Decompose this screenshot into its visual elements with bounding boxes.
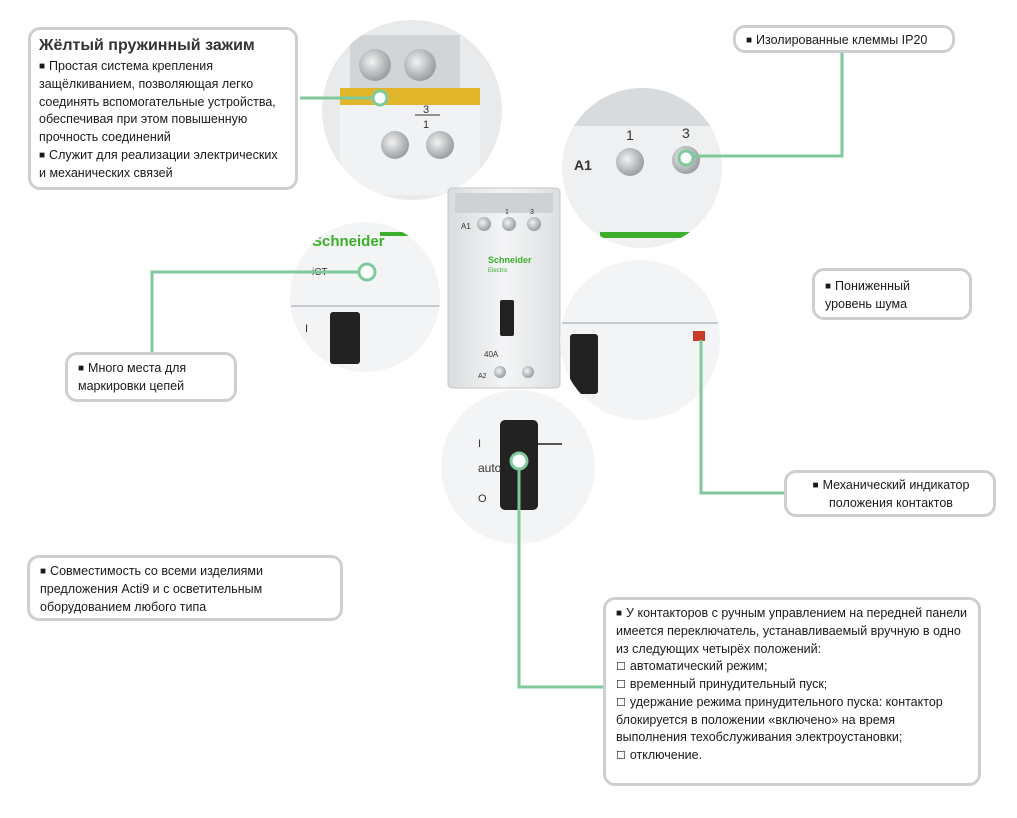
pos-auto: auto (478, 461, 502, 475)
red-indicator (693, 331, 705, 341)
pos-i-zoom: I (305, 323, 308, 335)
zoom-selector-switch: I auto O (441, 390, 595, 544)
callout-noise: ■Пониженный уровень шума (812, 268, 972, 320)
clamp-label-top: 3 (423, 104, 429, 116)
body-1-label: 1 (505, 209, 509, 216)
callout-indicator-text: Механический индикатор положения контакт… (822, 478, 970, 510)
callout-yellow-clamp: Жёлтый пружинный зажим ■Простая система … (28, 27, 298, 190)
callout-manual-switch: ■У контакторов с ручным управлением на п… (603, 597, 981, 786)
pos-i: I (478, 438, 481, 450)
callout-ip20: ■Изолированные клеммы IP20 (733, 25, 955, 53)
brand-sub: Electric (488, 268, 508, 274)
manual-option: ☐удержание режима принудительного пуска:… (616, 694, 943, 745)
contactor-body: A1 1 3 Schneider Electric 40A A2 (447, 187, 561, 389)
callout-ip20-text: Изолированные клеммы IP20 (756, 33, 928, 47)
callout-compat-text: Совместимость со всеми изделиями предлож… (40, 564, 263, 614)
terminal-a1-label: A1 (574, 157, 592, 173)
callout-noise-text: Пониженный уровень шума (825, 279, 910, 311)
callout-marking-text: Много места для маркировки цепей (78, 361, 187, 393)
manual-option: ☐временный принудительный пуск; (616, 677, 828, 691)
callout-marking: ■Много места для маркировки цепей (65, 352, 237, 402)
callout-indicator: ■Механический индикатор положения контак… (784, 470, 996, 517)
zoom-yellow-clamp: 3 1 (322, 20, 502, 200)
callout-title: Жёлтый пружинный зажим (39, 37, 255, 54)
zoom-marking-area: Schneider iCT I (290, 222, 440, 372)
body-a2-label: A2 (478, 373, 487, 380)
body-3-label: 3 (530, 209, 534, 216)
pos-o: O (478, 493, 487, 505)
callout-line: ■Служит для реализации электрических и м… (39, 147, 278, 180)
terminal-1-label: 1 (626, 127, 634, 143)
zoom-contact-indicator (560, 260, 720, 420)
callout-line: ■Простая система крепления защёлкиванием… (39, 59, 276, 145)
clamp-label-bottom: 1 (423, 119, 429, 131)
manual-option: ☐отключение. (616, 748, 703, 762)
body-a1-label: A1 (461, 222, 471, 231)
callout-manual-intro: У контакторов с ручным управлением на пе… (616, 606, 968, 656)
brand-logo-zoom: Schneider (312, 233, 385, 250)
model-label-zoom: iCT (312, 267, 328, 278)
zoom-ip20-terminals: 1 3 A1 (562, 88, 722, 248)
terminal-3-label: 3 (682, 125, 690, 141)
rating-label: 40A (484, 350, 499, 359)
callout-compat: ■Совместимость со всеми изделиями предло… (27, 555, 343, 621)
manual-option: ☐автоматический режим; (616, 659, 768, 674)
brand-logo: Schneider (488, 255, 532, 265)
